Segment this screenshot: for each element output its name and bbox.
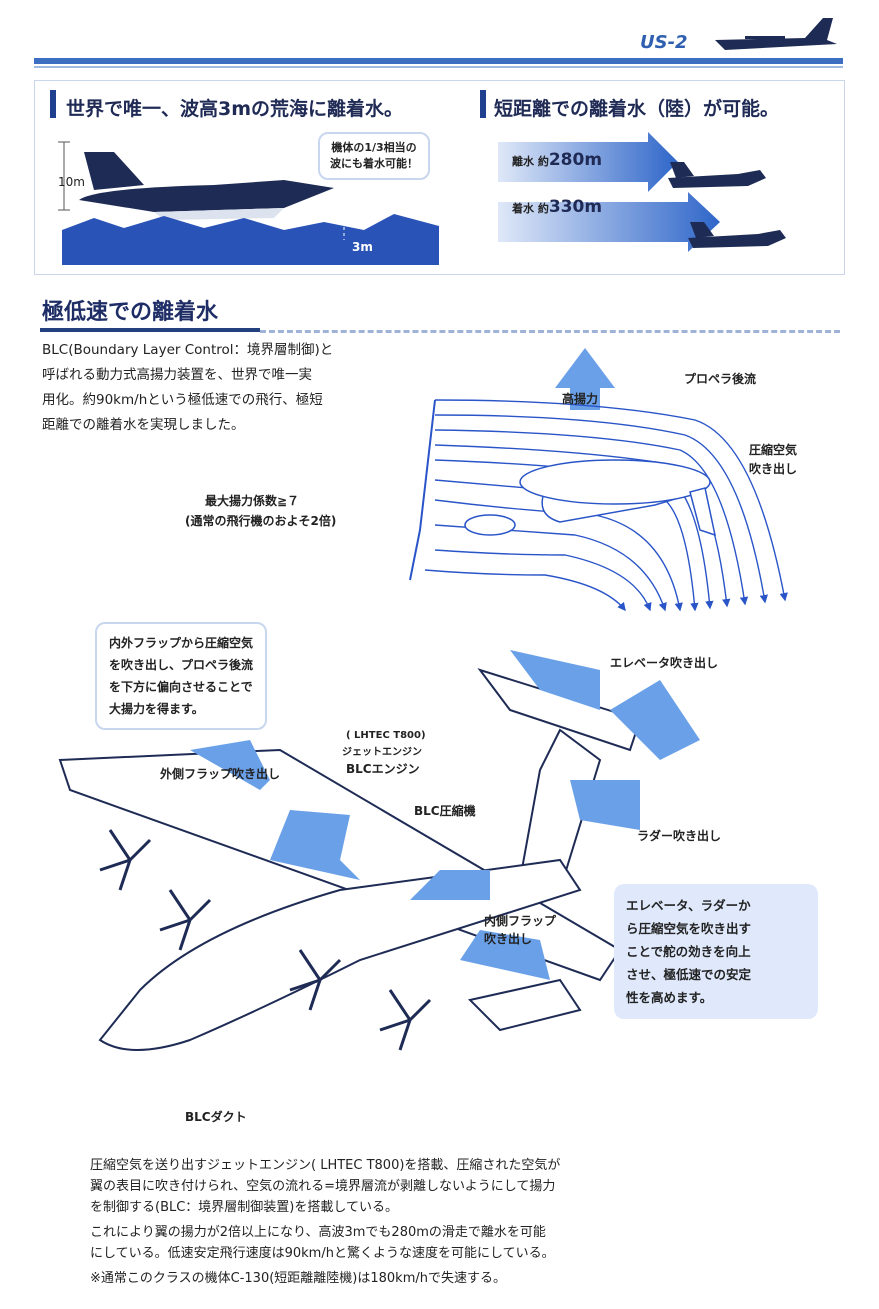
header-aircraft-icon [715, 18, 837, 50]
section-title: 極低速での離着水 [42, 300, 219, 325]
section-underline [40, 328, 260, 332]
footer-p2-line1: これにより翼の揚力が2倍以上になり、高波3mでも280mの滑走で離水を可能 [90, 1225, 546, 1240]
compressed-air-line1: 圧縮空気 [749, 443, 798, 457]
landing-prefix: 着水 約 [512, 202, 549, 215]
wave-callout-line1: 機体の1/3相当の [331, 141, 417, 154]
max-lift-note: (通常の飛行機のおよそ2倍) [185, 514, 337, 528]
compressed-air-line2: 吹き出し [749, 462, 798, 476]
control-callout-line4: させ、極低速での安定 [626, 967, 752, 982]
inner-flap-line1: 内側フラップ [484, 914, 557, 928]
model-name: US-2 [640, 32, 688, 53]
control-callout: エレベータ、ラダーか ら圧縮空気を吹き出す ことで舵の効きを向上 させ、極低速で… [614, 884, 818, 1019]
wave-callout-line2: 波にも着水可能！ [330, 157, 418, 170]
takeoff-prefix: 離水 約 [512, 155, 549, 168]
flap-callout-line2: を吹き出し、プロペラ後流 [109, 658, 254, 672]
rudder-label: ラダー吹き出し [637, 829, 722, 843]
header-rule [34, 58, 843, 64]
takeoff-distance: 280m [548, 150, 603, 170]
wave-callout: 機体の1/3相当の 波にも着水可能！ [318, 132, 430, 180]
footer-p1-line1: 圧縮空気を送り出すジェットエンジン( LHTEC T800)を搭載、圧縮された空… [90, 1158, 561, 1173]
short-distance-illustration [498, 132, 786, 252]
title-bar-left [50, 90, 56, 118]
blc-duct-label: BLCダクト [185, 1110, 247, 1124]
intro-line: 呼ばれる動力式高揚力装置を、世界で唯一実 [42, 367, 312, 383]
intro-line: 用化。約90km/hという極低速での飛行、極短 [42, 392, 323, 408]
aircraft-blc-diagram [58, 650, 700, 1051]
control-callout-line5: 性を高めます。 [626, 990, 713, 1005]
flap-callout-line3: を下方に偏向させることで [109, 680, 253, 694]
high-lift-label: 高揚力 [562, 392, 599, 406]
banner-right-title: 短距離での離着水（陸）が可能。 [494, 98, 780, 120]
control-callout-line2: ら圧縮空気を吹き出す [626, 921, 752, 936]
blc-engine-label: BLCエンジン [346, 762, 420, 776]
airflow-diagram [409, 348, 788, 612]
footer-p1-line3: を制御する(BLC：境界層制御装置)を搭載している。 [90, 1200, 398, 1215]
flap-callout-line1: 内外フラップから圧縮空気 [109, 636, 254, 650]
section-dashed-rule [260, 330, 840, 333]
inner-flap-line2: 吹き出し [484, 932, 533, 946]
outer-flap-label: 外側フラップ吹き出し [160, 767, 281, 781]
height-label: 10m [58, 175, 85, 189]
footer-note: ※通常このクラスの機体C-130(短距離離陸機)は180km/hで失速する。 [90, 1271, 506, 1286]
landing-distance: 330m [548, 197, 603, 217]
compressed-air-label: 圧縮空気 吹き出し [749, 441, 797, 479]
landing-label: 着水 約330m [512, 197, 602, 217]
intro-line: BLC(Boundary Layer Control：境界層制御)と [42, 342, 334, 358]
max-lift-label: 最大揚力係数≧７ [205, 494, 300, 508]
blc-compressor-label: BLC圧縮機 [414, 804, 476, 818]
elevator-label: エレベータ吹き出し [610, 656, 719, 670]
footer-text: 圧縮空気を送り出すジェットエンジン( LHTEC T800)を搭載、圧縮された空… [90, 1155, 690, 1289]
footer-p1-line2: 翼の表目に吹き付けられ、空気の流れる=境界層流が剥離しないようにして揚力 [90, 1179, 556, 1194]
header-rule-light [34, 66, 843, 68]
control-callout-line1: エレベータ、ラダーか [626, 898, 751, 913]
control-callout-line3: ことで舵の効きを向上 [626, 944, 751, 959]
takeoff-label: 離水 約280m [512, 150, 602, 170]
engine-model-label: ( LHTEC T800) [346, 730, 426, 741]
engine-type-label: ジェットエンジン [342, 747, 422, 758]
flap-callout: 内外フラップから圧縮空気 を吹き出し、プロペラ後流 を下方に偏向させることで 大… [95, 622, 268, 730]
banner-left-title: 世界で唯一、波高3mの荒海に離着水。 [66, 98, 404, 120]
rough-sea-illustration [58, 141, 439, 265]
intro-line: 距離での離着水を実現しました。 [42, 417, 245, 433]
footer-p2-line2: にしている。低速安定飛行速度は90km/hと驚くような速度を可能にしている。 [90, 1246, 555, 1261]
intro-paragraph: BLC(Boundary Layer Control：境界層制御)と 呼ばれる動… [42, 338, 402, 438]
inner-flap-label: 内側フラップ 吹き出し [484, 912, 556, 948]
title-bar-right [480, 90, 486, 118]
prop-wash-label: プロペラ後流 [684, 372, 757, 386]
flap-callout-line4: 大揚力を得ます。 [109, 702, 204, 716]
wave-height-label: 3m [352, 240, 373, 254]
